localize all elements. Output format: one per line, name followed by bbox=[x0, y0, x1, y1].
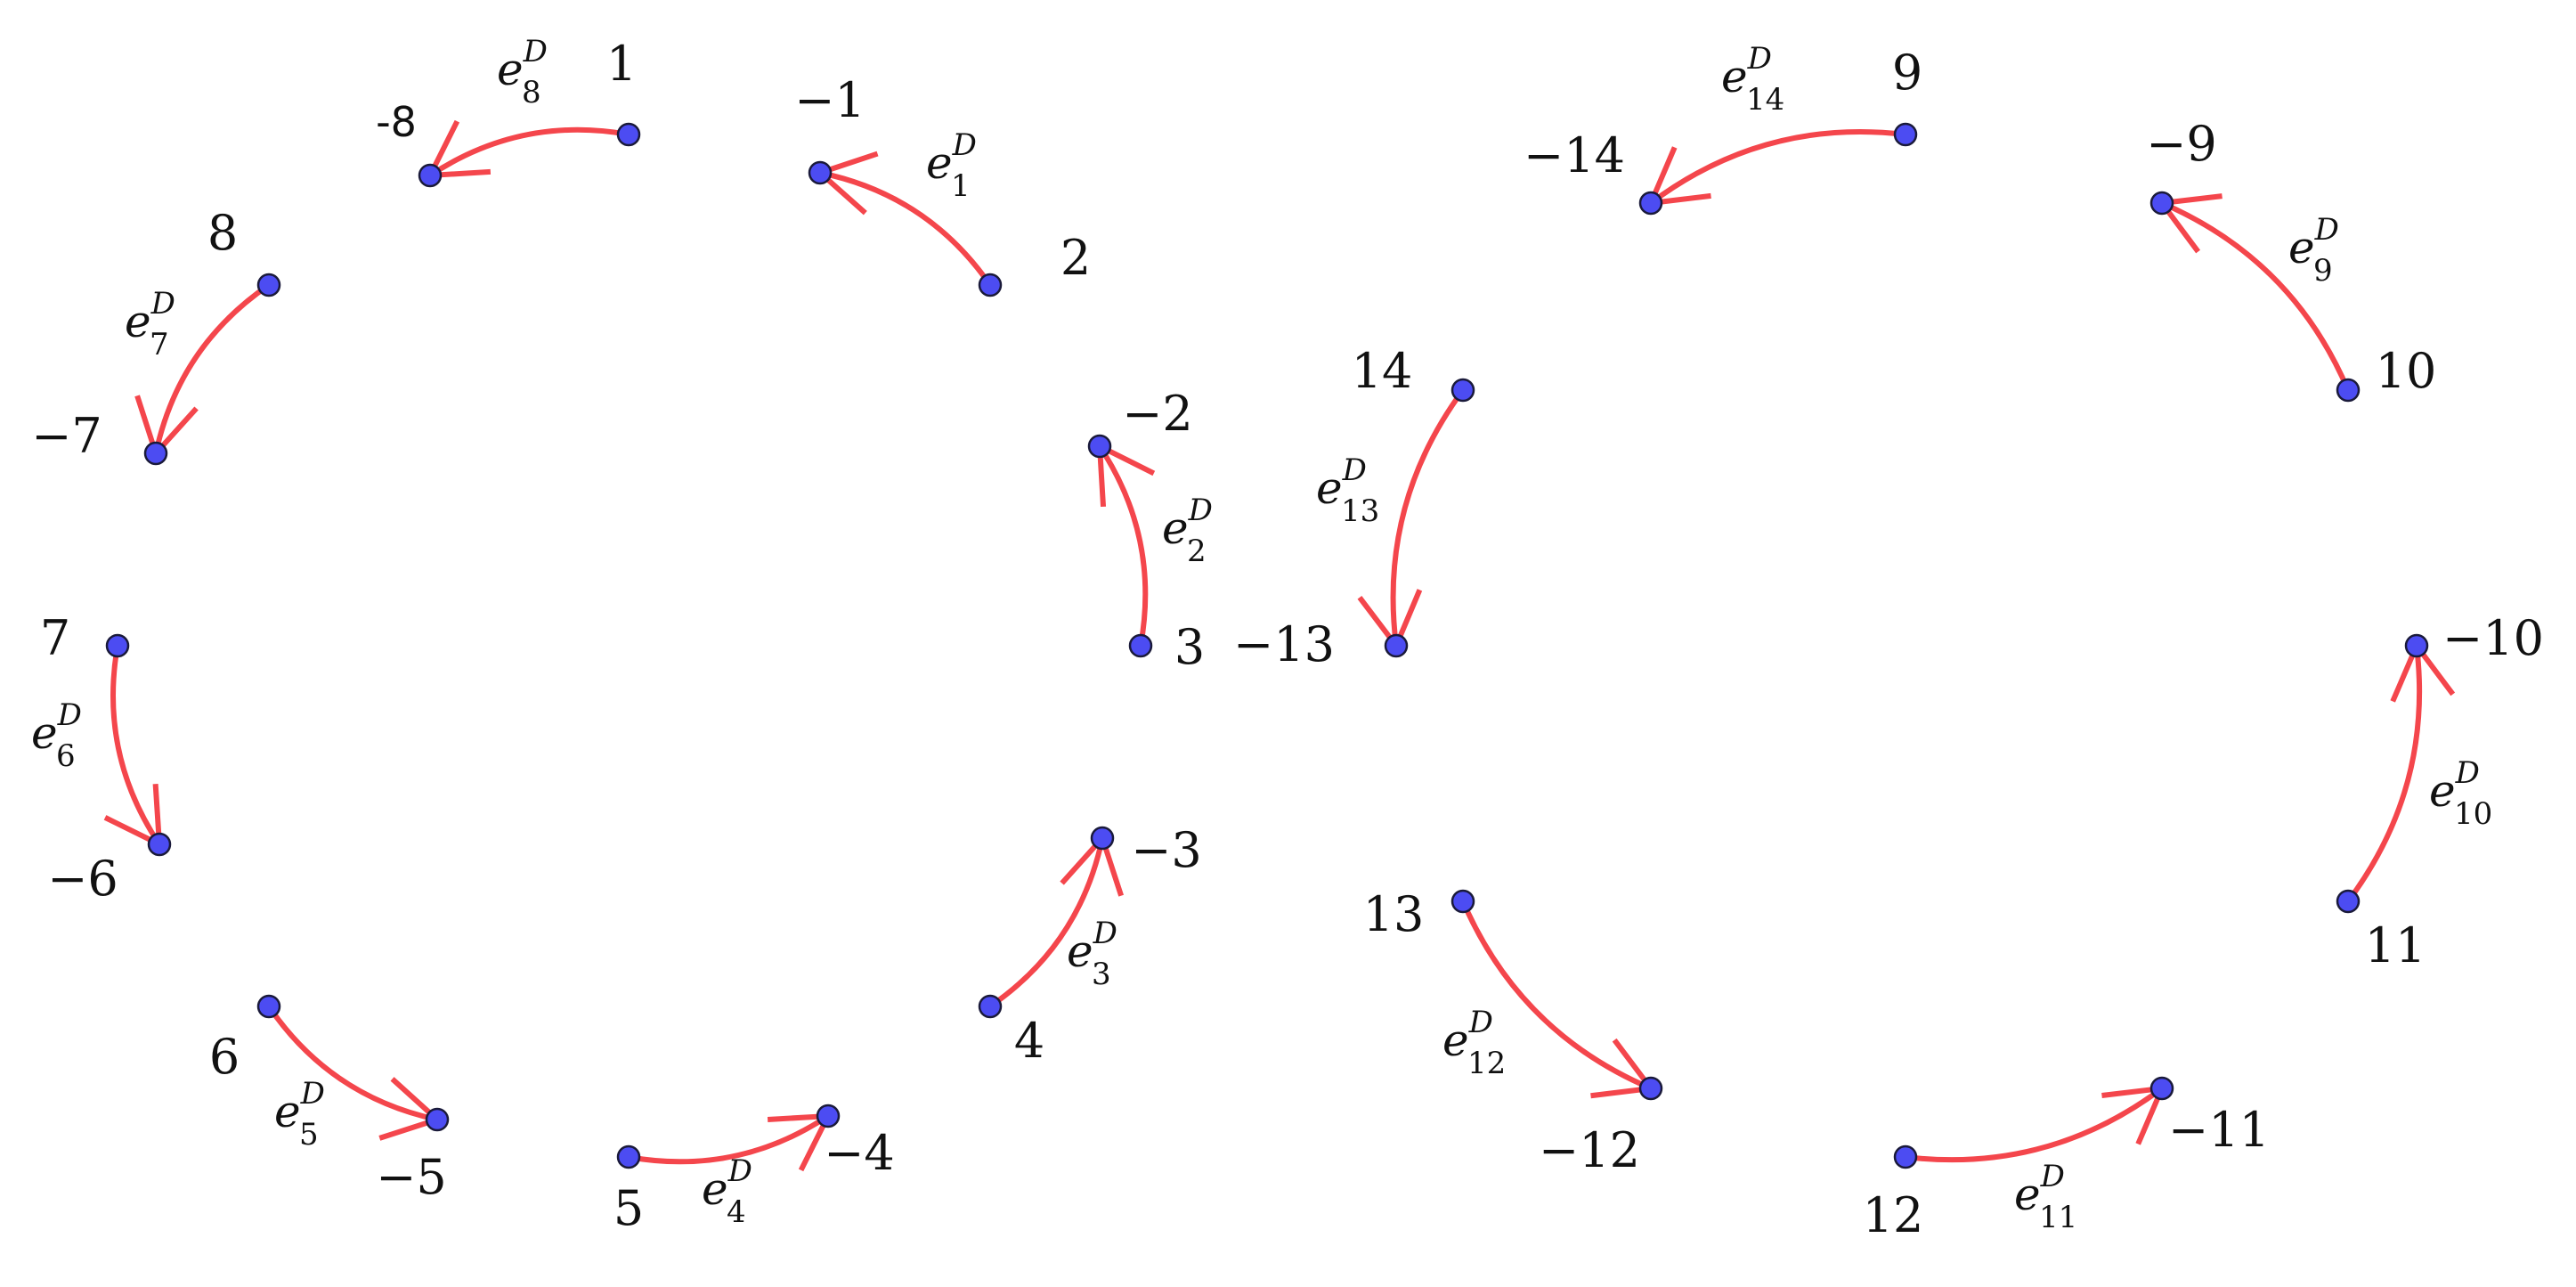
edge-curve bbox=[1903, 1086, 2165, 1163]
vertex-label-4: 4 bbox=[1014, 1013, 1044, 1069]
vertex-label-3: 3 bbox=[1174, 619, 1205, 675]
vertex-label--1: −1 bbox=[794, 72, 865, 128]
vertex-12 bbox=[1893, 1144, 1918, 1169]
vertex--4 bbox=[816, 1104, 841, 1128]
edge-curve bbox=[626, 1113, 831, 1165]
vertex-label--3: −3 bbox=[1131, 822, 1202, 878]
vertex--5 bbox=[425, 1107, 450, 1132]
vertex-label--2: −2 bbox=[1122, 386, 1193, 442]
edge-curve bbox=[427, 126, 631, 178]
vertex-label--13: −13 bbox=[1233, 616, 1335, 672]
vertex-6 bbox=[256, 994, 281, 1019]
vertex-label--8: -8 bbox=[376, 98, 417, 146]
vertex-label-7: 7 bbox=[40, 610, 70, 666]
edge-1-to--8 bbox=[425, 119, 631, 179]
vertex-label-11: 11 bbox=[2365, 917, 2426, 973]
vertex--12 bbox=[1638, 1076, 1663, 1101]
vertex-3 bbox=[1128, 633, 1153, 658]
vertex-label--11: −11 bbox=[2168, 1102, 2270, 1158]
edge-curve bbox=[1097, 444, 1149, 648]
vertex-label--7: −7 bbox=[31, 408, 102, 464]
vertex-label-5: 5 bbox=[614, 1180, 644, 1236]
vertex--14 bbox=[1638, 191, 1663, 216]
vertex-label--14: −14 bbox=[1524, 127, 1625, 183]
vertex-label-1: 1 bbox=[606, 36, 637, 92]
vertex--9 bbox=[2149, 191, 2174, 216]
vertex-label-10: 10 bbox=[2376, 343, 2437, 399]
vertex--3 bbox=[1090, 826, 1115, 851]
vertices-layer bbox=[105, 122, 2429, 1169]
vertex-8 bbox=[256, 273, 281, 297]
edge-3-to--2 bbox=[1096, 441, 1156, 648]
vertex--8 bbox=[418, 163, 443, 188]
vertex-10 bbox=[2336, 378, 2361, 403]
vertex-label--6: −6 bbox=[47, 851, 118, 907]
edge-curve bbox=[1648, 128, 1908, 206]
arrow-head-icon bbox=[1060, 833, 1124, 897]
arrow-head-icon bbox=[378, 1077, 443, 1141]
vertex-label-13: 13 bbox=[1363, 886, 1425, 942]
vertex-14 bbox=[1451, 378, 1475, 403]
vertex-1 bbox=[616, 122, 641, 147]
edge-curve bbox=[1460, 899, 1654, 1091]
vertex-label-8: 8 bbox=[207, 205, 238, 261]
edge-curve bbox=[2159, 200, 2351, 393]
vertex--7 bbox=[143, 441, 168, 466]
vertex--11 bbox=[2149, 1076, 2174, 1101]
vertex-11 bbox=[2336, 889, 2361, 914]
vertex-7 bbox=[105, 633, 130, 658]
vertex--6 bbox=[147, 832, 172, 857]
vertex-4 bbox=[978, 994, 1003, 1019]
vertex-9 bbox=[1893, 122, 1918, 147]
vertex-5 bbox=[616, 1144, 641, 1169]
edge-12-to--11 bbox=[1903, 1085, 2166, 1163]
vertex--2 bbox=[1087, 434, 1112, 459]
arrow-head-icon bbox=[134, 395, 199, 459]
edge-curve bbox=[817, 170, 993, 288]
vertex-label--10: −10 bbox=[2442, 610, 2544, 666]
vertex--13 bbox=[1384, 633, 1409, 658]
vertex--10 bbox=[2404, 633, 2429, 658]
vertex-13 bbox=[1451, 889, 1475, 914]
edge-7-to--6 bbox=[103, 643, 163, 849]
vertex--1 bbox=[808, 160, 833, 185]
edge-curve bbox=[266, 1004, 440, 1122]
vertex-label-9: 9 bbox=[1892, 45, 1922, 101]
vertex-label-12: 12 bbox=[1863, 1187, 1924, 1243]
edge-9-to--14 bbox=[1646, 128, 1908, 207]
vertex-label-14: 14 bbox=[1352, 343, 1413, 399]
edge-curve bbox=[1390, 387, 1466, 648]
vertex-label--4: −4 bbox=[824, 1125, 895, 1181]
vertex-2 bbox=[978, 273, 1003, 297]
vertex-label--12: −12 bbox=[1539, 1122, 1640, 1178]
edge-curve bbox=[2345, 643, 2423, 904]
vertex-label--5: −5 bbox=[376, 1149, 447, 1205]
vertex-label-2: 2 bbox=[1060, 230, 1091, 286]
edge-curve bbox=[153, 282, 272, 456]
vertex-label--9: −9 bbox=[2146, 116, 2217, 172]
edge-curve bbox=[987, 835, 1105, 1009]
edge-curve bbox=[110, 643, 162, 847]
arrow-head-icon bbox=[815, 151, 879, 216]
vertex-label-6: 6 bbox=[209, 1029, 240, 1085]
